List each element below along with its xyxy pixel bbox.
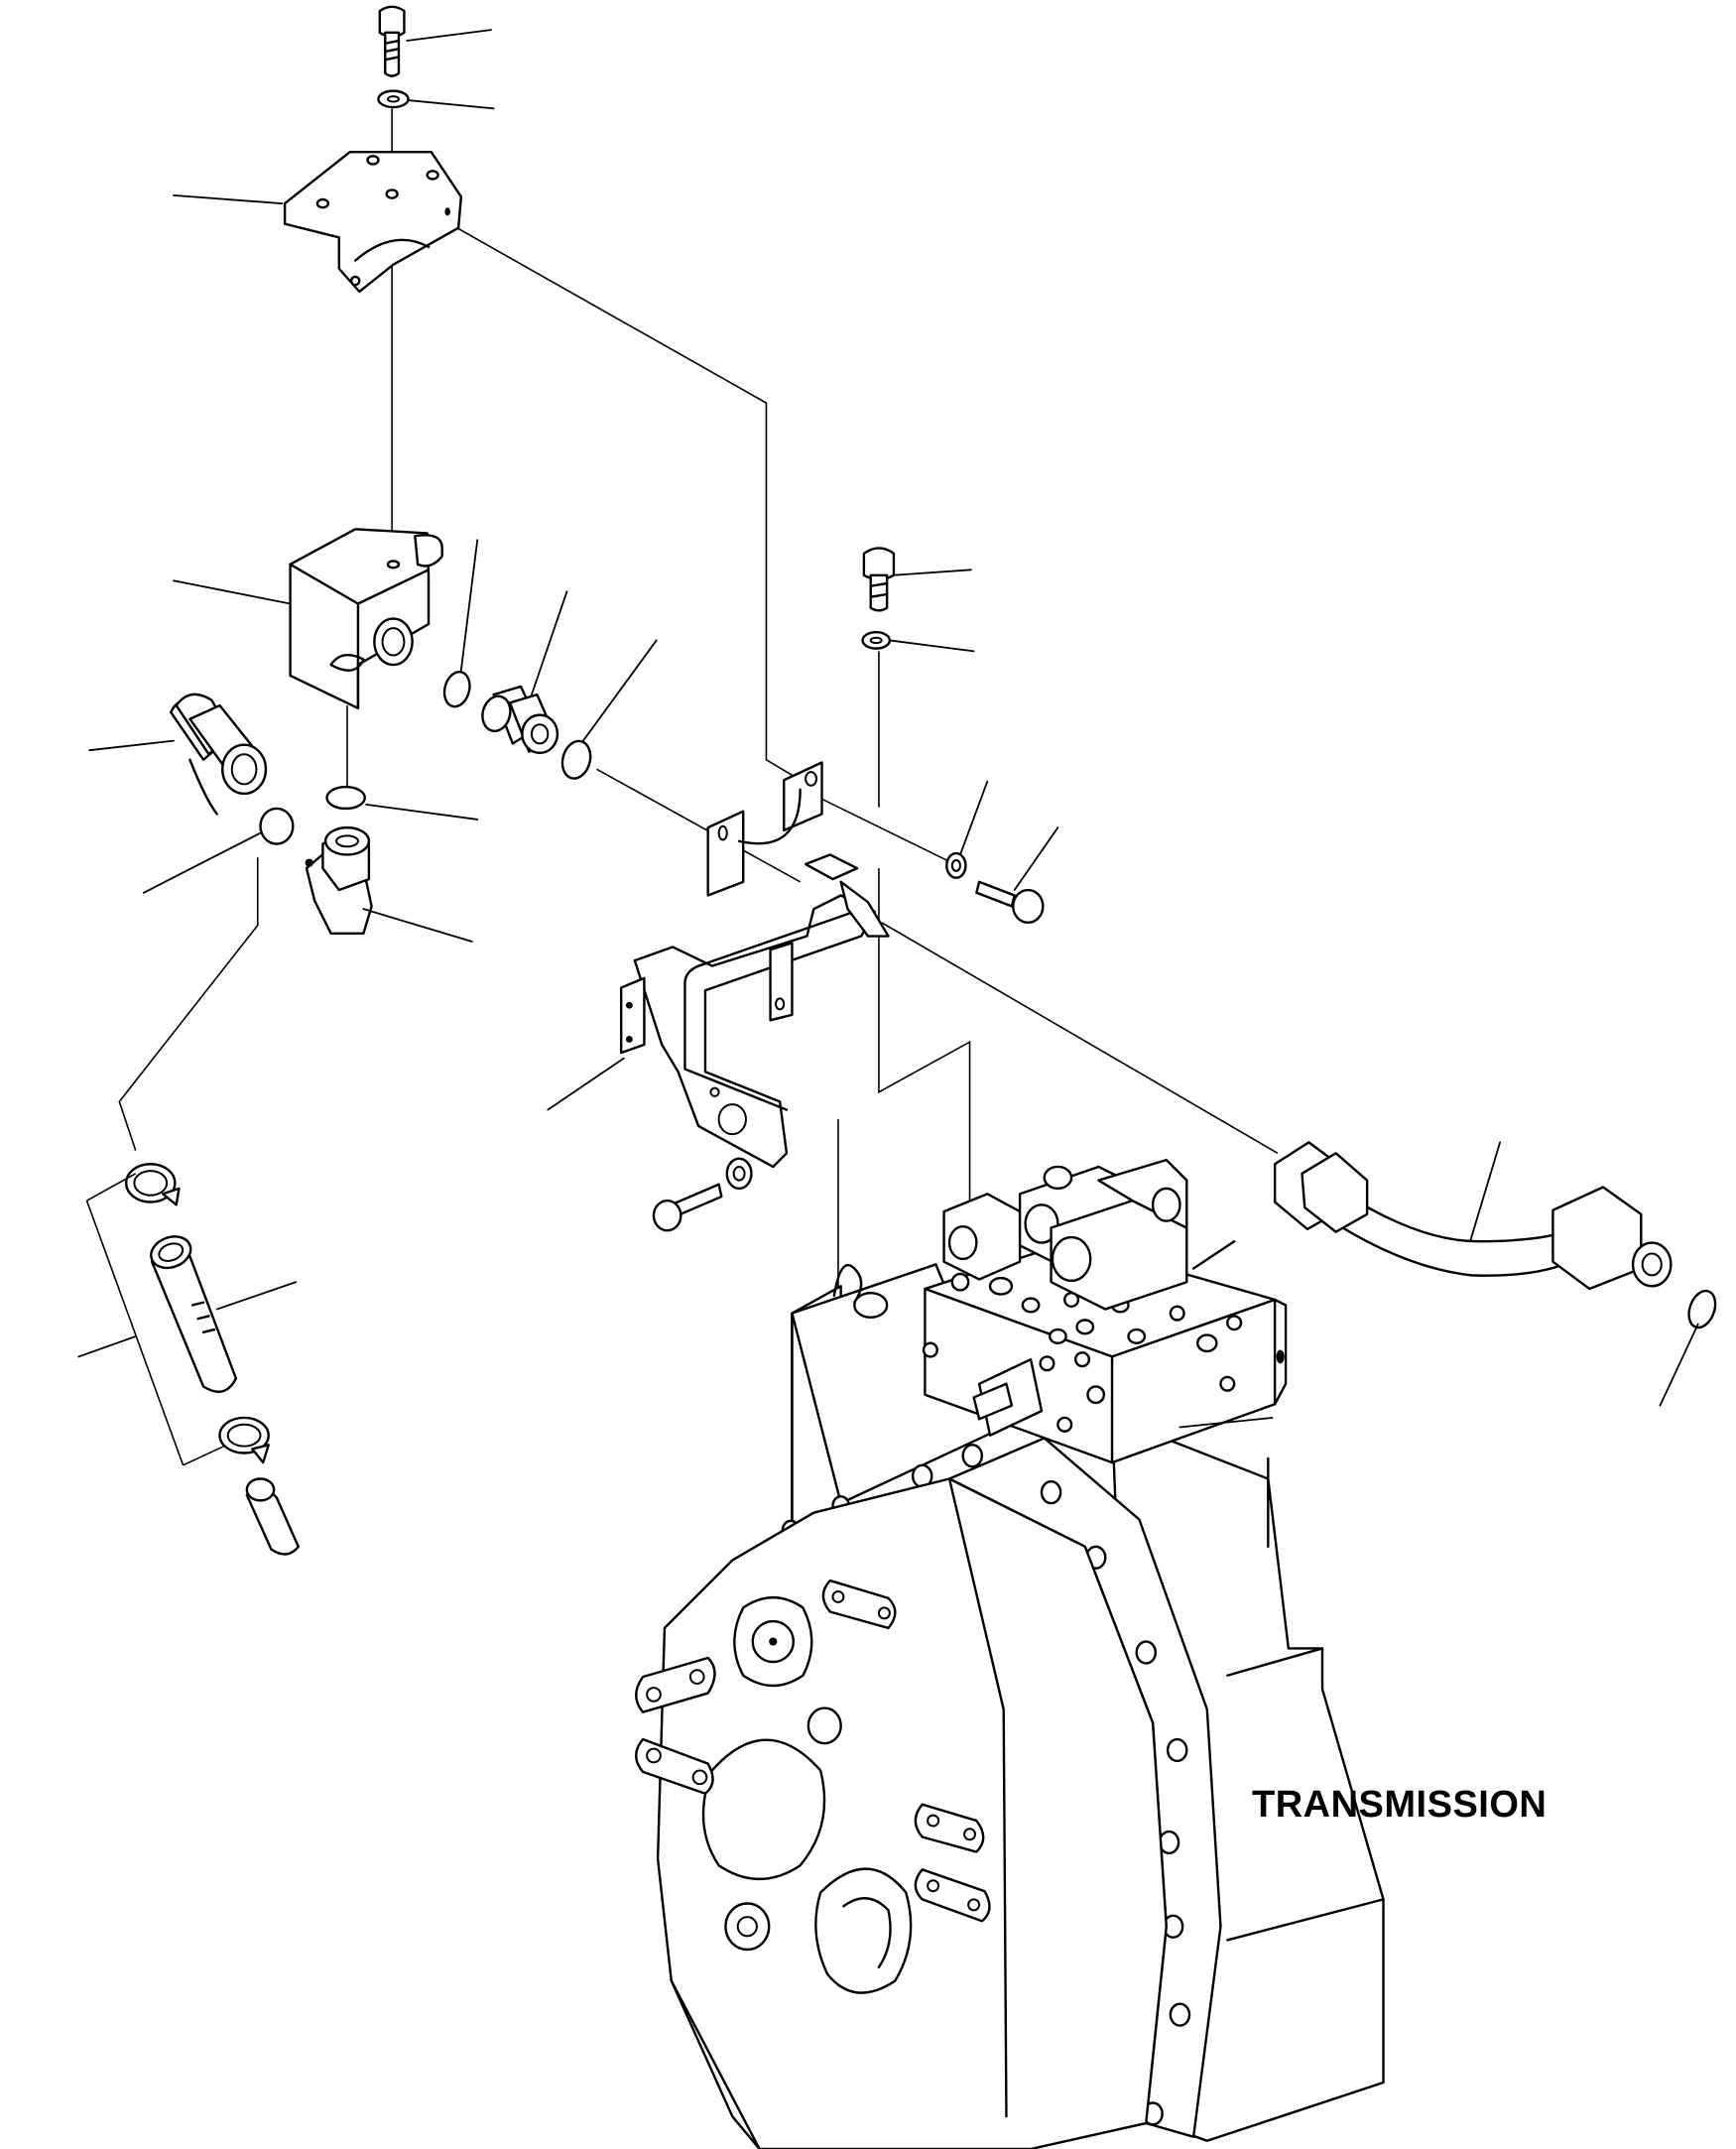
o-ring-3 — [326, 787, 364, 809]
straight-fitting — [171, 695, 266, 815]
top-washer — [378, 91, 408, 107]
mounting-bracket — [285, 152, 461, 292]
valve-block — [291, 529, 442, 708]
bracket-side-bolt — [976, 882, 1043, 923]
leader-lines — [78, 30, 1697, 1427]
bracket-side-washer — [946, 853, 965, 878]
hose-group-line-left — [87, 1201, 184, 1465]
bracket-bolt — [654, 1159, 751, 1230]
housing-bosses — [636, 1580, 989, 1993]
top-bolt — [380, 7, 405, 76]
o-ring-right — [1684, 1287, 1720, 1330]
support-bracket — [621, 762, 888, 1166]
connector — [479, 687, 558, 753]
o-ring-1 — [440, 669, 473, 709]
control-valve — [834, 1160, 1286, 1462]
hose — [147, 1231, 236, 1392]
hose-group-line-bottom — [184, 1447, 224, 1465]
valve-washer — [863, 632, 890, 648]
elbow-fitting — [306, 827, 372, 934]
valve-bolt — [864, 548, 894, 610]
tube-assembly — [1275, 1142, 1671, 1289]
solenoid-coil — [944, 1160, 1187, 1309]
hose-clamp-lower — [219, 1418, 268, 1462]
hose-clamp-upper — [126, 1164, 179, 1204]
hose-end — [247, 1478, 299, 1554]
o-ring-2 — [558, 738, 594, 782]
transmission-label: TRANSMISSION — [1252, 1784, 1548, 1826]
hose-group-line-top — [87, 1174, 136, 1201]
transmission-housing — [636, 1264, 1383, 2149]
o-ring-4 — [261, 809, 294, 844]
